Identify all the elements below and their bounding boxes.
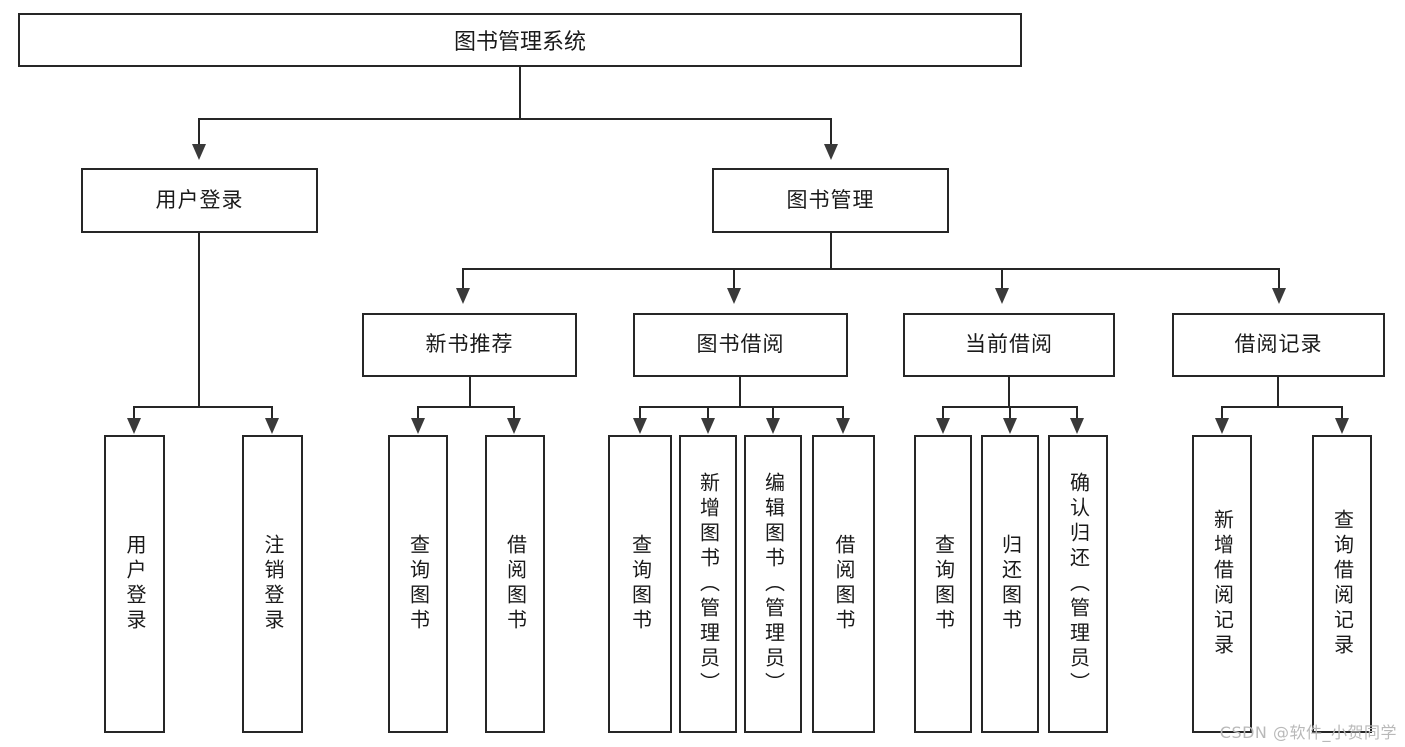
arrow-current-leaf3 [1070, 418, 1084, 434]
edge-bm-to-current [1001, 268, 1003, 290]
arrow-borrow-leaf1 [633, 418, 647, 434]
arrow-root-to-user-login [192, 144, 206, 160]
leaf-label: 查询借阅记录 [1330, 509, 1355, 659]
edge-bm-to-borrow [733, 268, 735, 290]
node-label: 用户登录 [155, 187, 244, 212]
arrow-newbook-leaf1 [411, 418, 425, 434]
edge-user-login-stem [198, 233, 200, 408]
leaf-logout[interactable]: 注销登录 [242, 435, 303, 733]
edge-record-bar [1221, 406, 1343, 408]
edge-current-stem [1008, 377, 1010, 408]
edge-root-to-book-manage [830, 118, 832, 146]
arrow-user-login-leaf1 [127, 418, 141, 434]
edge-record-stem [1277, 377, 1279, 408]
arrow-borrow-leaf4 [836, 418, 850, 434]
leaf-query-book-current[interactable]: 查询图书 [914, 435, 972, 733]
arrow-bm-to-newbook [456, 288, 470, 304]
edge-borrow-leaf2 [707, 406, 709, 420]
node-borrow-record[interactable]: 借阅记录 [1172, 313, 1385, 377]
edge-borrow-bar [639, 406, 844, 408]
edge-newbook-leaf1 [417, 406, 419, 420]
leaf-borrow-book[interactable]: 借阅图书 [812, 435, 875, 733]
edge-current-leaf1 [942, 406, 944, 420]
edge-borrow-leaf1 [639, 406, 641, 420]
arrow-current-leaf1 [936, 418, 950, 434]
arrow-root-to-book-manage [824, 144, 838, 160]
node-user-login[interactable]: 用户登录 [81, 168, 318, 233]
node-label: 当前借阅 [965, 332, 1053, 357]
leaf-edit-book-admin[interactable]: 编辑图书（管理员） [744, 435, 802, 733]
leaf-label: 新增图书（管理员） [696, 471, 721, 697]
node-new-book-recommend[interactable]: 新书推荐 [362, 313, 577, 377]
arrow-bm-to-record [1272, 288, 1286, 304]
leaf-add-borrow-record[interactable]: 新增借阅记录 [1192, 435, 1252, 733]
edge-user-login-leaf1 [133, 406, 135, 420]
leaf-label: 归还图书 [998, 534, 1023, 634]
edge-user-login-bar [133, 406, 273, 408]
node-label: 图书管理 [786, 187, 875, 212]
node-label: 图书借阅 [696, 332, 785, 357]
leaf-label: 注销登录 [261, 534, 285, 634]
node-label: 新书推荐 [425, 332, 514, 357]
edge-bm-to-newbook [462, 268, 464, 290]
leaf-label: 确认归还（管理员） [1066, 471, 1091, 697]
edge-newbook-leaf2 [513, 406, 515, 420]
node-book-management[interactable]: 图书管理 [712, 168, 949, 233]
edge-current-leaf3 [1076, 406, 1078, 420]
leaf-confirm-return-admin[interactable]: 确认归还（管理员） [1048, 435, 1108, 733]
edge-borrow-leaf3 [772, 406, 774, 420]
edge-book-manage-bar [462, 268, 1280, 270]
edge-root-stem [519, 67, 521, 119]
edge-newbook-bar [417, 406, 515, 408]
leaf-borrow-book-recommend[interactable]: 借阅图书 [485, 435, 545, 733]
edge-root-bar [198, 118, 832, 120]
edge-borrow-leaf4 [842, 406, 844, 420]
leaf-label: 查询图书 [931, 534, 956, 634]
leaf-label: 新增借阅记录 [1210, 509, 1235, 659]
arrow-record-leaf1 [1215, 418, 1229, 434]
edge-newbook-stem [469, 377, 471, 408]
leaf-label: 用户登录 [123, 534, 147, 634]
node-book-borrow[interactable]: 图书借阅 [633, 313, 848, 377]
leaf-user-login[interactable]: 用户登录 [104, 435, 165, 733]
leaf-label: 借阅图书 [503, 534, 528, 634]
edge-bm-to-record [1278, 268, 1280, 290]
edge-book-manage-stem [830, 233, 832, 269]
leaf-label: 查询图书 [628, 534, 653, 634]
arrow-record-leaf2 [1335, 418, 1349, 434]
arrow-borrow-leaf2 [701, 418, 715, 434]
edge-record-leaf2 [1341, 406, 1343, 420]
arrow-newbook-leaf2 [507, 418, 521, 434]
arrow-user-login-leaf2 [265, 418, 279, 434]
leaf-label: 借阅图书 [832, 534, 856, 634]
node-root-system[interactable]: 图书管理系统 [18, 13, 1022, 67]
arrow-current-leaf2 [1003, 418, 1017, 434]
leaf-query-book-borrow[interactable]: 查询图书 [608, 435, 672, 733]
leaf-return-book[interactable]: 归还图书 [981, 435, 1039, 733]
node-current-borrow[interactable]: 当前借阅 [903, 313, 1115, 377]
edge-record-leaf1 [1221, 406, 1223, 420]
leaf-query-book-recommend[interactable]: 查询图书 [388, 435, 448, 733]
edge-current-leaf2 [1009, 406, 1011, 420]
leaf-add-book-admin[interactable]: 新增图书（管理员） [679, 435, 737, 733]
edge-borrow-stem [739, 377, 741, 408]
leaf-label: 查询图书 [406, 534, 431, 634]
node-label: 图书管理系统 [453, 30, 586, 55]
watermark: CSDN @软件_小贺同学 [1219, 723, 1397, 742]
leaf-label: 编辑图书（管理员） [761, 471, 786, 697]
arrow-bm-to-current [995, 288, 1009, 304]
arrow-borrow-leaf3 [766, 418, 780, 434]
node-label: 借阅记录 [1234, 332, 1323, 357]
edge-user-login-leaf2 [271, 406, 273, 420]
leaf-query-borrow-record[interactable]: 查询借阅记录 [1312, 435, 1372, 733]
edge-root-to-user-login [198, 118, 200, 146]
arrow-bm-to-borrow [727, 288, 741, 304]
